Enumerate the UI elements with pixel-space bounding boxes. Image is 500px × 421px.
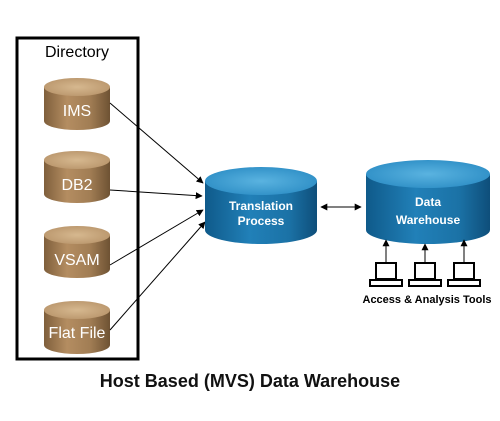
source-ims-label: IMS bbox=[63, 103, 91, 120]
diagram-caption: Host Based (MVS) Data Warehouse bbox=[99, 371, 401, 391]
source-flat-file-label: Flat File bbox=[49, 325, 106, 342]
data-warehouse-label-line1: Data bbox=[415, 195, 441, 209]
source-flat-file: Flat File bbox=[44, 301, 110, 354]
terminal-icon bbox=[408, 262, 442, 287]
arrow-flatfile-to-translation bbox=[109, 221, 206, 331]
source-vsam-label: VSAM bbox=[54, 252, 99, 269]
directory-frame bbox=[15, 36, 140, 361]
data-warehouse-label-line2: Warehouse bbox=[396, 213, 461, 227]
terminal-icon bbox=[369, 262, 403, 287]
data-warehouse: Data Warehouse bbox=[366, 160, 490, 244]
arrow-db2-to-translation bbox=[109, 189, 203, 200]
source-db2: DB2 bbox=[44, 151, 110, 203]
directory-title: Directory bbox=[45, 44, 109, 61]
source-db2-label: DB2 bbox=[61, 177, 92, 194]
translation-process-label-line1: Translation bbox=[229, 199, 293, 213]
arrow-ims-to-translation bbox=[109, 102, 204, 184]
translation-process-label-line2: Process bbox=[238, 214, 285, 228]
source-ims: IMS bbox=[44, 78, 110, 130]
terminal-icon bbox=[447, 262, 481, 287]
translation-process: Translation Process bbox=[205, 167, 317, 244]
tools-label: Access & Analysis Tools bbox=[363, 294, 492, 306]
arrow-vsam-to-translation bbox=[109, 209, 204, 266]
source-vsam: VSAM bbox=[44, 226, 110, 278]
